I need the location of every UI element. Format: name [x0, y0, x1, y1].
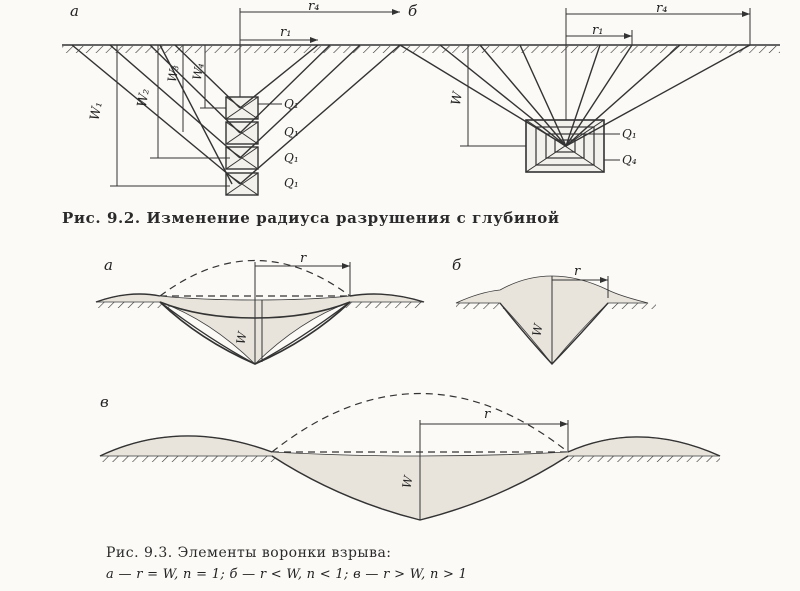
fig93-panel-v-label: в — [100, 393, 109, 411]
fig92-r4-b-arrow — [742, 11, 750, 17]
fig93-panel-b-label: б — [452, 256, 462, 274]
fig93-r-a-label: r — [300, 251, 307, 266]
fig93-w-a-label: W — [234, 329, 250, 345]
fig92-q-a-2: Q₁ — [284, 125, 299, 139]
charge-cross — [225, 121, 259, 145]
fig92-r1-b-label: r₁ — [592, 23, 603, 38]
fig92-r1-a-arrow — [310, 37, 318, 43]
fig93-r-b-label: r — [574, 264, 581, 279]
fig92-ground-hatch — [62, 46, 780, 53]
fig92-w-b-label: W — [449, 89, 466, 106]
fig92-r1-a-label: r₁ — [280, 25, 291, 40]
fig93-crater-v — [99, 393, 721, 521]
fig92-q-a-4: Q₁ — [284, 176, 299, 190]
fig92-q4-b-label: Q₄ — [622, 153, 637, 167]
fig92-r4-a-arrow — [392, 9, 400, 15]
fig92-w1-label: W₁ — [88, 101, 106, 122]
fig92-r1-b-arrow — [624, 33, 632, 39]
fig92-crater-lines-a — [71, 44, 401, 185]
fig93-caption-title: Рис. 9.3. Элементы воронки взрыва: — [106, 545, 392, 561]
fig92-q1-b-label: Q₁ — [622, 127, 637, 141]
fig93-r-v-label: r — [484, 407, 491, 422]
fig93-w-b-label: W — [530, 321, 546, 337]
fig93-w-v-label: W — [400, 473, 416, 489]
fig92-crater-lines-b — [399, 44, 751, 147]
fig92-panel-b-label: б — [408, 2, 418, 20]
fig92-w4-label: W₄ — [190, 62, 207, 82]
fig92-w2-label: W₂ — [135, 88, 153, 109]
fig92-depth-dims-a — [110, 45, 230, 187]
fig93-panel-a-label: а — [104, 256, 113, 274]
fig92-r4-b-label: r₄ — [656, 1, 667, 16]
fig93-caption-line: а — r = W, n = 1; б — r < W, n < 1; в — … — [106, 567, 467, 582]
fig92-w3-label: W₃ — [165, 64, 182, 84]
fig92-diagram: а r₄ r₁ Q₁ Q₁ Q₁ Q₁ — [62, 0, 780, 196]
fig93-crater-b — [455, 275, 656, 366]
fig92-q-a-1: Q₁ — [284, 97, 299, 111]
fig93-crater-a — [95, 260, 425, 365]
fig92-panel-a-label: а — [70, 2, 79, 20]
fig92-caption: Рис. 9.2. Изменение радиуса разрушения с… — [62, 209, 560, 227]
fig92-r4-a-label: r₄ — [308, 0, 319, 14]
charge-cross — [225, 96, 259, 120]
fig92-q-a-3: Q₁ — [284, 151, 299, 165]
